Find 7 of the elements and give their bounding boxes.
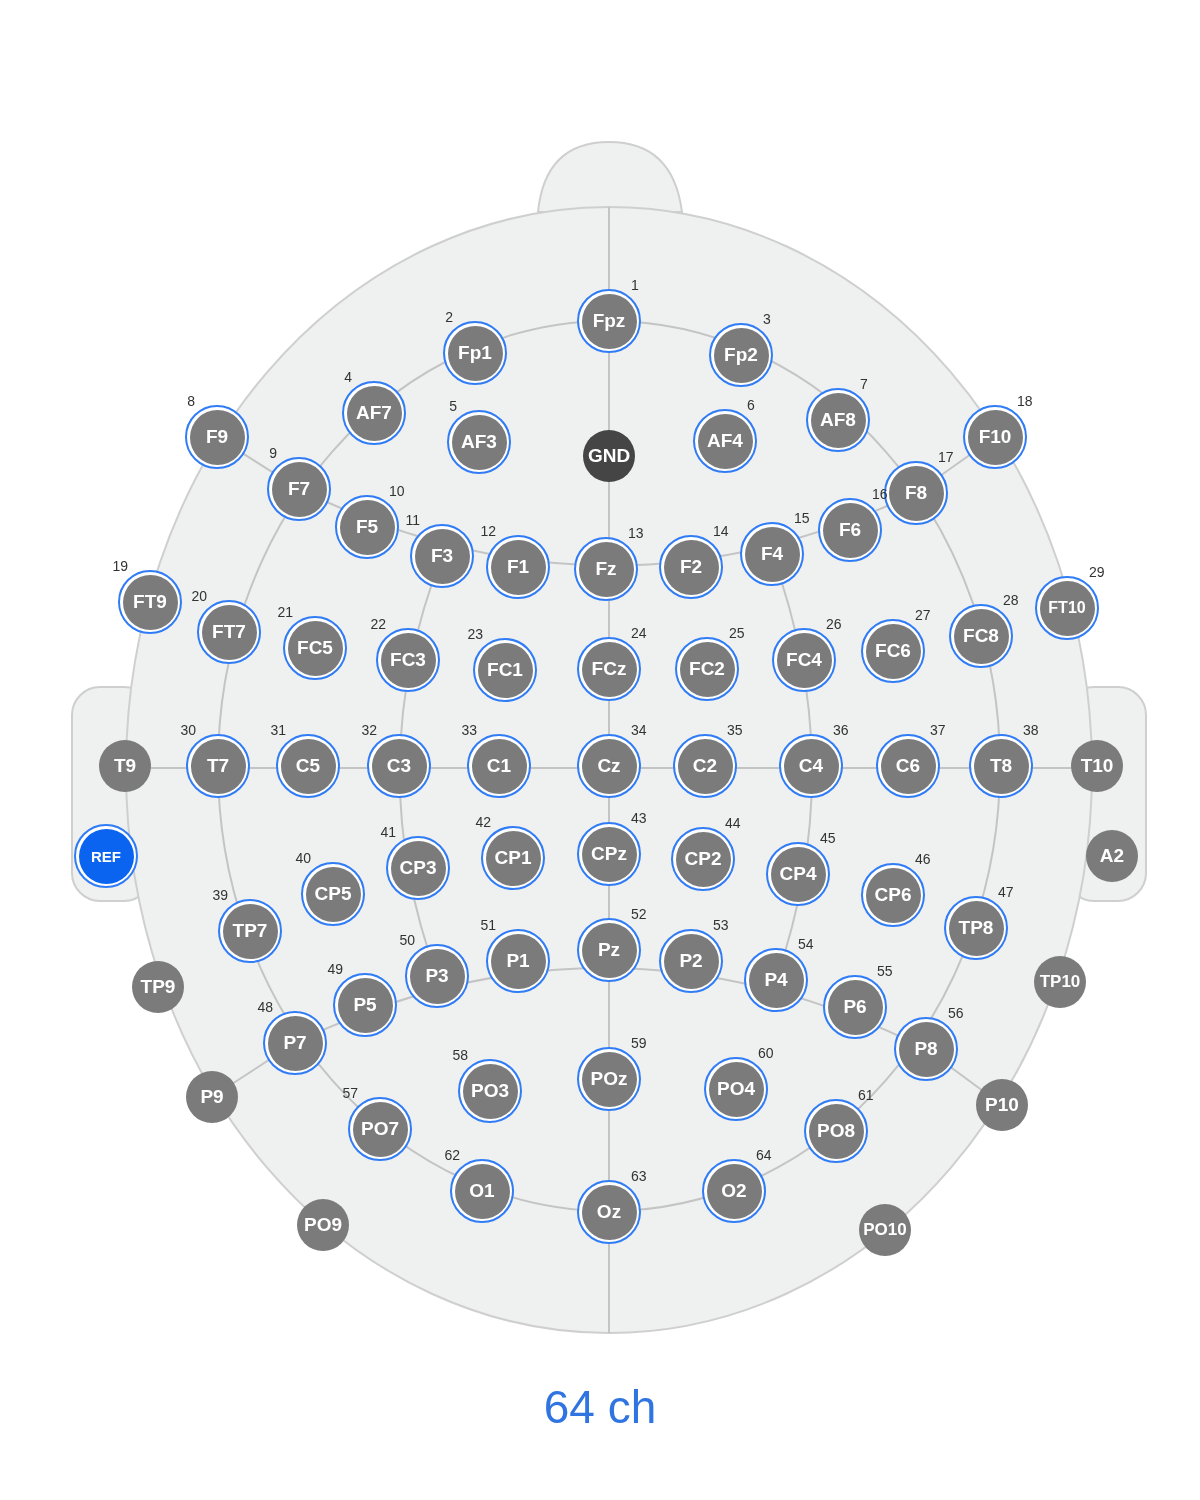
electrode: P9 [186, 1071, 238, 1123]
caption: 64 ch [542, 1380, 658, 1434]
electrode: TP10 [1034, 956, 1086, 1008]
electrode: PO9 [297, 1199, 349, 1251]
electrode: P10 [976, 1079, 1028, 1131]
electrode: F9 [185, 405, 249, 469]
electrode: TP9 [132, 961, 184, 1013]
